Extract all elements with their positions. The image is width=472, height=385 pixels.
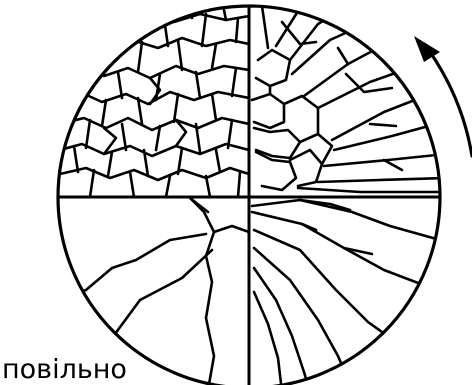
- rotation-arrowhead-icon: [414, 36, 440, 62]
- rotation-arrow-curve: [430, 52, 472, 156]
- speed-label: повільно: [2, 354, 127, 385]
- quadrant-columnar-grains: [252, 200, 440, 385]
